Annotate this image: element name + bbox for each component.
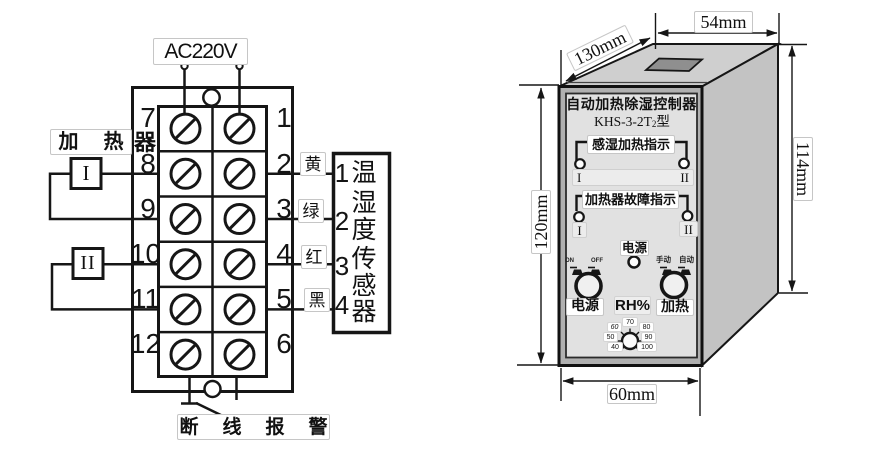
- dim-top-width-label: 54mm: [694, 11, 753, 33]
- dial-value-50: 50: [603, 332, 618, 342]
- bottom-mounting-hole: [203, 379, 222, 399]
- sensor-pin-3: 3: [334, 251, 350, 281]
- power-led-label: 电源: [620, 240, 649, 256]
- ac-power-label: AC220V: [153, 38, 248, 65]
- model-subscript: 2: [651, 119, 657, 129]
- indicator2-unit-1: I: [572, 222, 587, 238]
- heater-label-text: 加热: [58, 131, 149, 153]
- terminal-number-6: 6: [276, 328, 292, 359]
- dial-value-100: 100: [637, 342, 657, 352]
- led-humidity-2: [678, 157, 690, 170]
- top-vent-slot: [643, 57, 705, 72]
- indicator1-unit-2: II: [680, 170, 689, 185]
- terminal-number-12: 12: [129, 328, 162, 359]
- sensor-char-3: 度: [351, 216, 377, 244]
- dim-front-width-label: 60mm: [607, 384, 657, 404]
- terminal-number-4: 4: [276, 238, 292, 269]
- led-humidity-1: [574, 158, 586, 170]
- sensor-char-2: 湿: [351, 189, 377, 217]
- dim-front-height-label: 120mm: [531, 190, 551, 254]
- terminal-number-10: 10: [129, 238, 162, 269]
- wire-color-black: 黑: [304, 288, 330, 312]
- sensor-pin-1: 1: [334, 158, 350, 188]
- led-fault-2: [681, 210, 694, 222]
- alarm-label-text: 断线报警: [179, 416, 352, 438]
- heater1-return-wire: [48, 172, 159, 221]
- power-knob-label: 电源: [566, 298, 604, 316]
- terminal-number-7: 7: [140, 102, 156, 133]
- model-prefix: KHS-3-2T: [594, 113, 652, 129]
- heater-char: 器: [133, 129, 156, 155]
- device-title: 自动加热除湿控制器: [566, 97, 697, 113]
- dial-value-40: 40: [607, 342, 623, 352]
- dimension-lines: [537, 29, 796, 385]
- sensor-char-4: 传: [351, 245, 377, 273]
- wire-color-red: 红: [301, 245, 327, 269]
- indicator1-unit-row: I II: [572, 169, 694, 186]
- terminal-number-11: 11: [130, 283, 161, 314]
- heat-knob-label: 加热: [656, 299, 694, 316]
- top-mounting-hole: [202, 88, 221, 107]
- indicator2-unit-2: II: [679, 221, 698, 237]
- terminal-number-1: 1: [276, 102, 292, 133]
- dimension-extensions: [517, 13, 808, 416]
- heater2-symbol: [71, 247, 105, 280]
- heat-knob: [659, 270, 689, 300]
- rh-label: RH%: [614, 296, 651, 315]
- power-knob: [574, 271, 603, 301]
- dial-value-70: 70: [622, 317, 638, 327]
- switch-off-label: OFF: [591, 258, 603, 264]
- heater-unit-1-label: I: [82, 160, 90, 185]
- wiring-diagram: [48, 61, 392, 420]
- dial-value-60: 60: [607, 322, 622, 332]
- indicator-graphics: [573, 140, 694, 269]
- side-face: [701, 42, 779, 368]
- terminal-number-5: 5: [276, 283, 292, 314]
- indicator1-unit-1: I: [577, 170, 582, 185]
- dim-depth-line: [565, 37, 651, 82]
- heater-unit-2-label: II: [80, 252, 96, 274]
- rh-dial: [620, 331, 640, 351]
- power-switch-caption: ON OFF: [565, 257, 603, 265]
- mode-switch-caption: 手动 自动: [656, 255, 694, 265]
- led-power: [627, 255, 641, 269]
- model-suffix: 型: [656, 113, 670, 129]
- sensor-pin-2: 2: [334, 206, 350, 236]
- terminal-number-8: 8: [140, 148, 156, 179]
- wire-color-yellow: 黄: [300, 152, 326, 176]
- switch-auto-label: 自动: [679, 255, 694, 265]
- heater-label: 加热: [50, 129, 132, 155]
- alarm-label: 断线报警: [177, 414, 330, 440]
- switch-on-label: ON: [565, 258, 574, 264]
- heater1-symbol: [69, 157, 103, 190]
- sensor-char-1: 温: [351, 159, 377, 187]
- terminal-screws: [169, 112, 256, 371]
- sensor-char-5: 感: [351, 272, 377, 300]
- terminal-number-9: 9: [140, 193, 156, 224]
- dial-value-80: 80: [639, 322, 654, 332]
- dim-back-height-label: 114mm: [793, 137, 813, 201]
- switch-manual-label: 手动: [656, 255, 671, 265]
- wire-color-green: 绿: [298, 199, 324, 223]
- device-3d: [517, 13, 808, 416]
- dial-value-90: 90: [641, 332, 656, 342]
- sensor-char-6: 器: [351, 298, 377, 326]
- sensor-pin-4: 4: [334, 290, 350, 320]
- heater2-return-wire: [50, 262, 159, 311]
- led-fault-1: [573, 211, 585, 223]
- terminal-number-2: 2: [276, 148, 292, 179]
- terminal-number-3: 3: [276, 193, 292, 224]
- indicator-heater-fault-label: 加热器故障指示: [582, 190, 679, 209]
- sensor-box: [331, 151, 392, 335]
- indicator-humidity-heating-label: 感湿加热指示: [587, 135, 675, 154]
